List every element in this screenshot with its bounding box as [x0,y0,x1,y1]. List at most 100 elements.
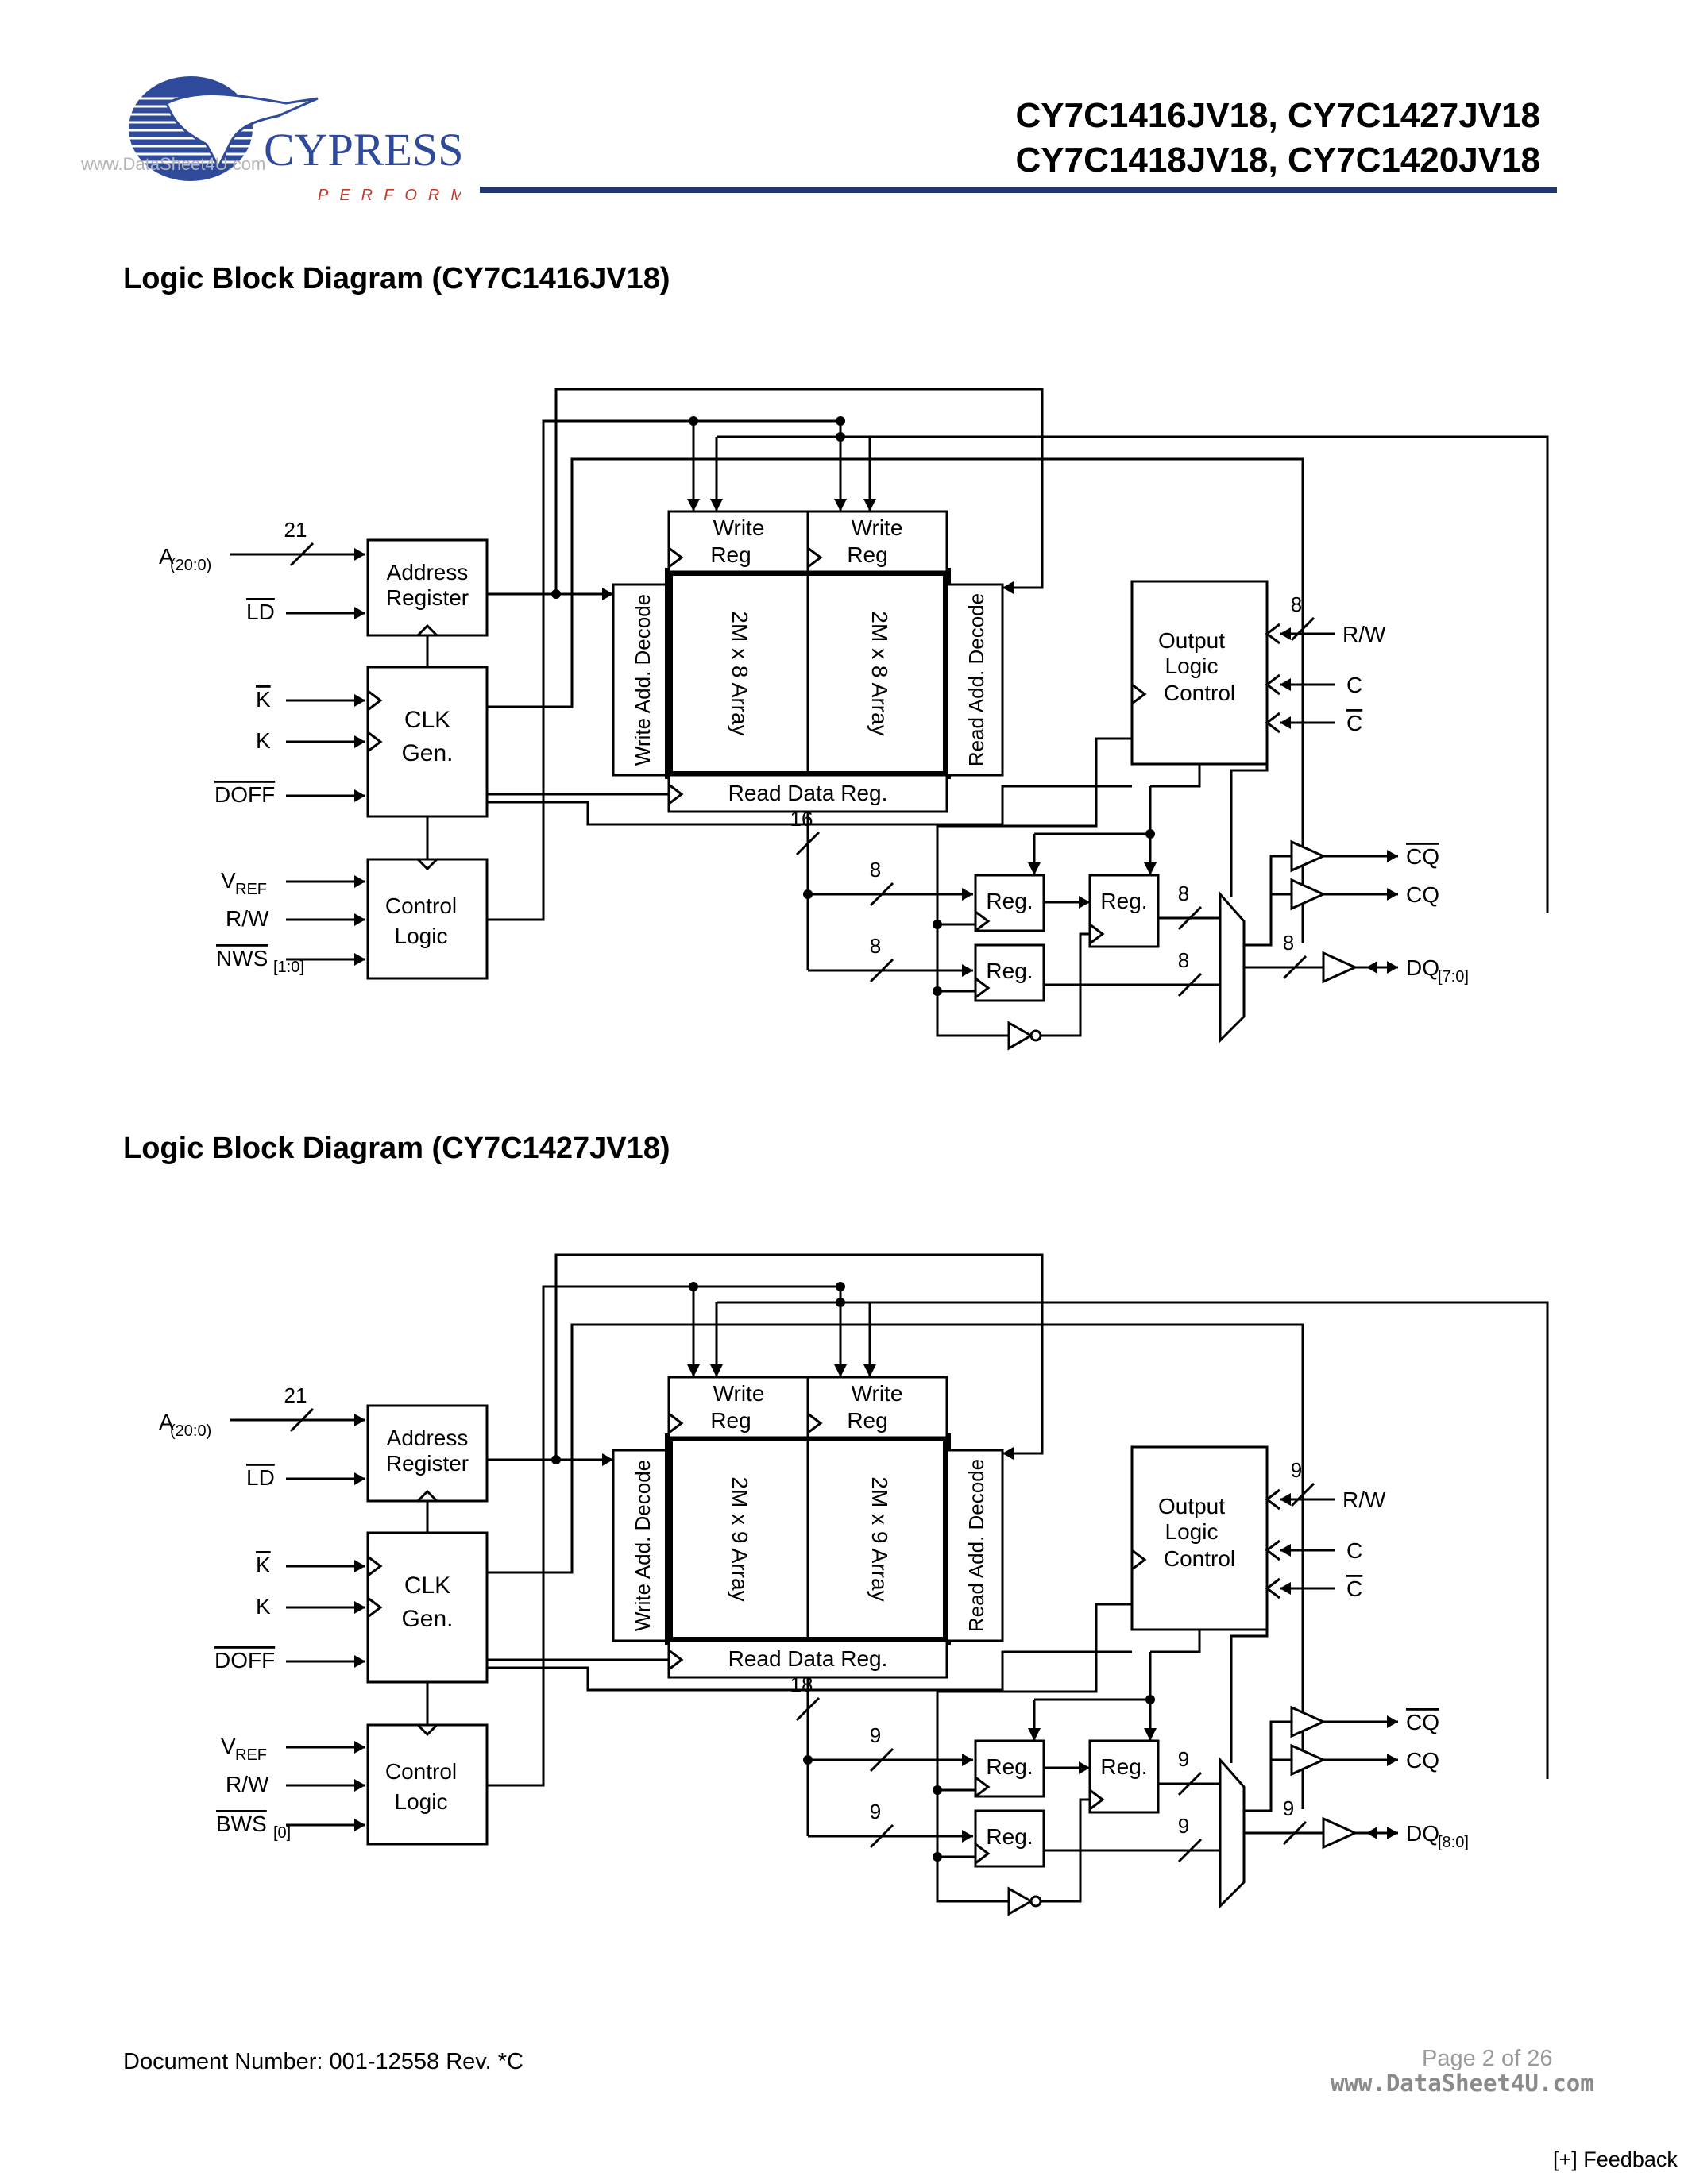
write-reg-label-2: Reg [710,1408,751,1433]
control-logic-label-2: Logic [395,924,448,948]
clock-input-icon [1265,1539,1280,1561]
junction-dot [836,416,845,426]
arrow-head [1028,1728,1041,1741]
output-mux [1219,891,1246,1044]
read-data-reg-block [667,774,948,813]
clock-input-icon [1089,923,1105,945]
cq-output-label: CQ [1406,882,1439,907]
k-input-label: K [256,1594,271,1619]
dq-buffer-icon [1322,1816,1358,1850]
address-register-block [366,538,489,637]
dq-output-sub: [8:0] [1438,1834,1469,1851]
output-c-bar-label: C [1346,1576,1362,1601]
inverter-bubble [1029,1895,1042,1908]
control-logic-label-1: Control [385,893,457,918]
arrow-head [1280,627,1291,640]
cq-bar-buffer-icon [1290,1705,1327,1738]
clk-gen-label-2: Gen. [401,740,453,766]
arrow-head [354,1414,365,1426]
junction-dot [1145,829,1155,839]
address-input-label: A [159,1410,174,1434]
output-rw-label: R/W [1342,622,1386,646]
bus-width-label: 9 [1291,1458,1302,1482]
bus-width-label: 21 [284,1383,307,1407]
ld-input-label: LD [246,1465,275,1490]
memory-array-label-right: 2M x 9 Array [867,1476,892,1601]
arrow-head [1387,1754,1398,1766]
clock-input-icon [1265,712,1280,734]
arrow-head [1280,1582,1291,1595]
arrow-head [1144,1728,1157,1741]
write-address-decode-label: Write Add. Decode [631,1460,655,1631]
feedback-link[interactable]: [+] Feedback [1553,2147,1678,2171]
arrow-head [1280,678,1291,691]
footer-watermark: www.DataSheet4U.com [1331,2070,1594,2097]
address-register-label-1: Address [387,1426,469,1450]
arrow-head [962,888,973,901]
write-reg-right [806,1376,948,1439]
byte-write-select-sub: [0] [273,1824,291,1842]
write-address-decode-block [612,583,670,777]
bus-width-slash [1177,905,1203,931]
arrow-head [962,1754,973,1766]
bus-width-label: 8 [1178,882,1189,905]
logo-watermark: www.DataSheet4U.com [80,154,265,174]
clock-input-icon [416,623,438,637]
clock-input-icon [975,977,991,999]
arrow-head [602,588,613,600]
arrow-head [354,735,365,748]
inverter-icon [1007,1886,1034,1916]
mux-select-wire [1230,747,1269,897]
doff-input-label: DOFF [214,782,275,807]
control-logic-label-1: Control [385,1759,457,1784]
diagram-title-1: Logic Block Diagram (CY7C1416JV18) [123,262,670,295]
clock-input-icon [975,1843,991,1865]
arrow-head [687,499,700,511]
arrow-head [1028,862,1041,875]
clock-input-icon [1265,1488,1280,1511]
logo-globe-icon [129,76,319,181]
dq-buffer-icon [1322,951,1358,984]
read-data-reg-label: Read Data Reg. [728,1646,888,1671]
signal-wire [487,1650,1132,1692]
bus-width-label: 9 [1178,1747,1189,1771]
header-rule [480,187,1557,193]
junction-dot [836,1282,845,1291]
clock-input-icon [807,546,823,569]
output-c-bar-label: C [1346,711,1362,735]
arrow-head [1280,1544,1291,1557]
output-logic-label-3: Control [1164,681,1235,705]
bus-width-label: 21 [284,518,307,542]
arrow-head [354,548,365,561]
address-register-label-1: Address [387,560,469,585]
arrow-head [962,1830,973,1843]
clock-input-icon [668,1649,684,1671]
address-register-label-2: Register [386,585,469,610]
cq-buffer-icon [1290,1743,1327,1777]
arrow-head [1144,862,1157,875]
k-input-label: K [256,728,271,753]
arrow-head [962,964,973,977]
clock-input-icon [1089,1788,1105,1811]
page-header-title: CY7C1416JV18, CY7C1427JV18 CY7C1418JV18,… [1016,94,1540,183]
arrow-head [1387,850,1398,862]
control-logic-block [366,1723,489,1846]
write-reg-right [806,510,948,573]
bus-width-slash [869,1823,894,1849]
clock-input-icon [668,1412,684,1434]
output-logic-label-2: Logic [1165,654,1219,678]
bus-width-slash [1177,1838,1203,1863]
mux-select-wire [1230,1612,1269,1763]
junction-dot [836,432,845,442]
clock-input-icon [1265,673,1280,696]
junction-dot [1145,1695,1155,1704]
read-address-decode-label: Read Add. Decode [964,1459,988,1632]
arrow-head [354,694,365,707]
inverter-icon [1007,1021,1034,1051]
reg-label: Reg. [986,1824,1033,1849]
arrow-head [710,499,723,511]
signal-wire [487,1285,693,1787]
document-number: Document Number: 001-12558 Rev. *C [123,2049,523,2074]
dq-output-label: DQ [1406,1821,1439,1846]
